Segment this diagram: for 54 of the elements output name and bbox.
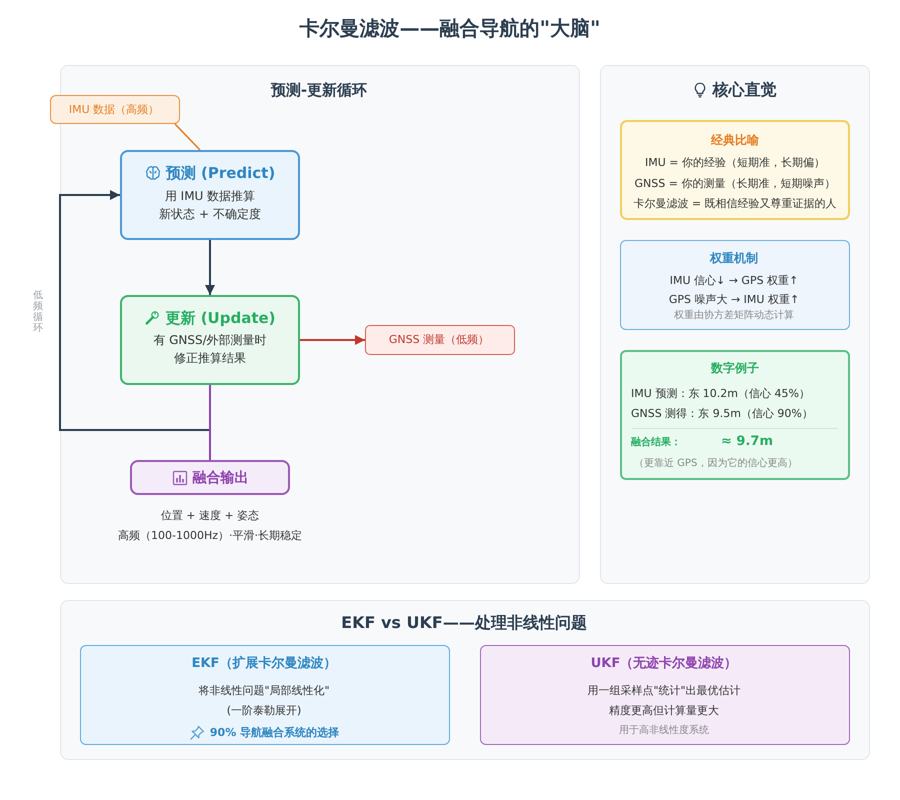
card-title: 经典比喻	[711, 133, 759, 147]
connector-line	[209, 385, 211, 460]
panel-title: 核心直觉	[712, 79, 776, 101]
box-text: 用 IMU 数据推算新状态 + 不确定度	[159, 189, 261, 221]
info-card	[620, 120, 850, 220]
edge-label: 低频循环	[33, 290, 43, 334]
box-title: 预测 (Predict)	[166, 163, 276, 184]
connector-arrow	[205, 240, 215, 295]
connector-arrow	[300, 335, 365, 345]
card-text: 用一组采样点"统计"出最优估计	[587, 684, 741, 697]
card-text: 将非线性问题"局部线性化"	[198, 684, 330, 697]
card-title: UKF（无迹卡尔曼滤波）	[590, 656, 738, 671]
card-text: 精度更高但计算量更大	[609, 704, 719, 717]
node-label: IMU 数据（高频）	[68, 102, 160, 116]
caption-text: 位置 + 速度 + 姿态	[160, 509, 260, 522]
section-panel	[60, 65, 580, 584]
diagram-title: 卡尔曼滤波——融合导航的"大脑"	[300, 16, 600, 40]
section-panel	[600, 65, 870, 584]
note-text: 用于高非线性度系统	[619, 725, 709, 736]
card-title: EKF（扩展卡尔曼滤波）	[192, 656, 336, 671]
card-text: IMU 预测：东 10.2m（信心 45%）	[631, 387, 810, 400]
info-card	[480, 645, 850, 745]
section-panel	[60, 600, 870, 760]
card-text: GPS 噪声大 → IMU 权重↑	[668, 293, 800, 306]
process-box	[120, 150, 300, 240]
card-text: 卡尔曼滤波 = 既相信经验又尊重证据的人	[633, 197, 837, 210]
note-text: （更靠近 GPS，因为它的信心更高）	[634, 458, 798, 469]
result-value: ≈ 9.7m	[721, 434, 773, 449]
info-card	[620, 240, 850, 330]
result-label: 融合结果：	[631, 437, 681, 448]
box-title: 融合输出	[192, 469, 248, 488]
card-text: GNSS 测得：东 9.5m（信心 90%）	[631, 407, 813, 420]
output-box	[130, 460, 290, 495]
info-card	[80, 645, 450, 745]
caption-text: 高频（100-1000Hz）·平滑·长期稳定	[118, 529, 302, 542]
panel-title: EKF vs UKF——处理非线性问题	[341, 613, 587, 632]
input-tag	[365, 325, 515, 355]
input-tag	[50, 95, 180, 124]
node-label: GNSS 测量（低频）	[388, 333, 490, 346]
card-text: IMU = 你的经验（短期准，长期偏）	[645, 156, 825, 169]
card-text: (一阶泰勒展开)	[226, 704, 302, 717]
info-card	[620, 350, 850, 480]
connector-arrow	[59, 190, 211, 431]
box-title: 更新 (Update)	[165, 308, 276, 329]
card-title: 权重机制	[710, 251, 758, 265]
box-text: 有 GNSS/外部测量时修正推算结果	[153, 333, 267, 365]
process-box	[120, 295, 300, 385]
card-text: GNSS = 你的测量（长期准，短期噪声）	[634, 177, 836, 190]
card-text: 90% 导航融合系统的选择	[210, 725, 340, 741]
note-text: 权重由协方差矩阵动态计算	[674, 310, 794, 321]
panel-title: 预测-更新循环	[270, 81, 368, 99]
connector-line	[174, 123, 201, 151]
card-text: IMU 信心↓ → GPS 权重↑	[670, 274, 798, 287]
card-title: 数字例子	[711, 361, 759, 375]
